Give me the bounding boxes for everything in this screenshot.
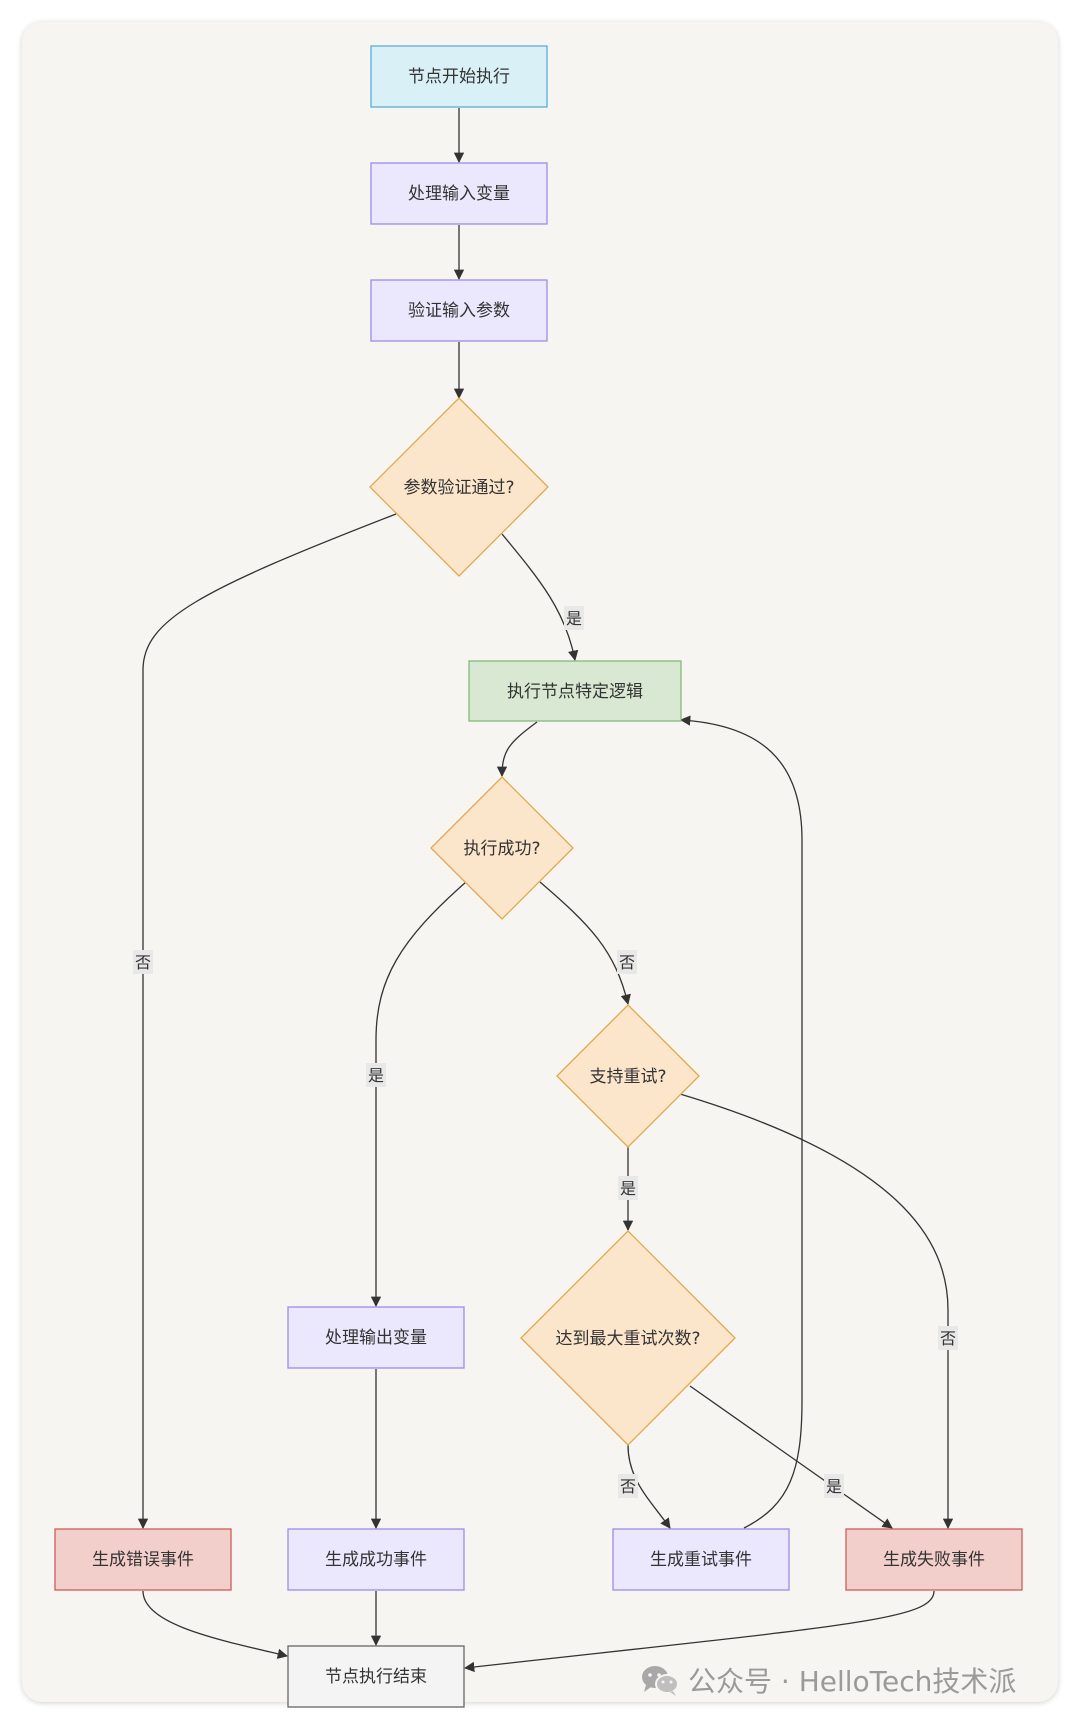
edge-label-validation-no: 否 bbox=[133, 950, 153, 974]
node-end: 节点执行结束 bbox=[287, 1645, 465, 1708]
svg-text:执行成功?: 执行成功? bbox=[463, 839, 540, 859]
svg-text:是: 是 bbox=[620, 1179, 636, 1198]
node-max-retries-decision: 达到最大重试次数? bbox=[520, 1230, 736, 1446]
svg-text:执行节点特定逻辑: 执行节点特定逻辑 bbox=[507, 682, 643, 702]
node-execution-success-decision: 执行成功? bbox=[430, 776, 574, 920]
watermark-text: 公众号 · HelloTech技术派 bbox=[688, 1665, 1017, 1698]
svg-text:否: 否 bbox=[619, 953, 635, 972]
node-process-input: 处理输入变量 bbox=[370, 162, 548, 225]
node-start: 节点开始执行 bbox=[370, 45, 548, 108]
edge-label-validation-yes: 是 bbox=[564, 606, 584, 630]
svg-text:是: 是 bbox=[826, 1477, 842, 1496]
edge-logic-to-exec-decision bbox=[496, 721, 538, 778]
edge-retry-loop bbox=[679, 715, 803, 1529]
svg-text:否: 否 bbox=[135, 953, 151, 972]
node-error-event: 生成错误事件 bbox=[54, 1528, 232, 1591]
node-retry-event: 生成重试事件 bbox=[612, 1528, 790, 1591]
node-execute-logic: 执行节点特定逻辑 bbox=[468, 660, 682, 722]
wechat-icon bbox=[640, 1663, 680, 1697]
svg-text:处理输出变量: 处理输出变量 bbox=[325, 1328, 427, 1348]
edge-exec-yes bbox=[370, 881, 467, 1308]
svg-text:验证输入参数: 验证输入参数 bbox=[408, 301, 510, 321]
edge-max-yes bbox=[689, 1385, 893, 1529]
svg-text:支持重试?: 支持重试? bbox=[589, 1067, 666, 1087]
node-failure-event: 生成失败事件 bbox=[845, 1528, 1023, 1591]
node-validate-input: 验证输入参数 bbox=[370, 279, 548, 342]
svg-text:节点开始执行: 节点开始执行 bbox=[408, 67, 510, 87]
svg-text:是: 是 bbox=[566, 609, 582, 628]
svg-text:生成错误事件: 生成错误事件 bbox=[92, 1550, 194, 1570]
edge-label-max-no: 否 bbox=[618, 1474, 638, 1498]
edge-max-no bbox=[627, 1444, 671, 1529]
edge-label-exec-yes: 是 bbox=[366, 1063, 386, 1087]
edge-validation-yes bbox=[501, 533, 579, 662]
svg-text:达到最大重试次数?: 达到最大重试次数? bbox=[555, 1329, 700, 1349]
edge-label-exec-no: 否 bbox=[617, 950, 637, 974]
node-success-event: 生成成功事件 bbox=[287, 1528, 465, 1591]
svg-text:生成失败事件: 生成失败事件 bbox=[883, 1550, 985, 1570]
svg-text:处理输入变量: 处理输入变量 bbox=[408, 184, 510, 204]
edge-exec-no bbox=[539, 881, 631, 1006]
svg-text:否: 否 bbox=[620, 1477, 636, 1496]
edge-label-retry-no: 否 bbox=[938, 1326, 958, 1350]
watermark: 公众号 · HelloTech技术派 bbox=[640, 1660, 1016, 1700]
node-process-output: 处理输出变量 bbox=[287, 1306, 465, 1369]
svg-text:生成成功事件: 生成成功事件 bbox=[325, 1550, 427, 1570]
edge-failure-to-end bbox=[463, 1590, 935, 1673]
node-validation-passed-decision: 参数验证通过? bbox=[369, 397, 549, 577]
edge-error-to-end bbox=[142, 1590, 289, 1659]
node-supports-retry-decision: 支持重试? bbox=[556, 1004, 700, 1148]
edge-validation-no bbox=[137, 513, 397, 1530]
svg-text:是: 是 bbox=[368, 1066, 384, 1085]
svg-text:否: 否 bbox=[940, 1329, 956, 1348]
edge-label-max-yes: 是 bbox=[824, 1474, 844, 1498]
svg-text:生成重试事件: 生成重试事件 bbox=[650, 1550, 752, 1570]
svg-text:节点执行结束: 节点执行结束 bbox=[325, 1667, 427, 1687]
edge-label-retry-yes: 是 bbox=[618, 1176, 638, 1200]
svg-text:参数验证通过?: 参数验证通过? bbox=[403, 478, 514, 498]
edge-retry-no bbox=[679, 1093, 954, 1530]
